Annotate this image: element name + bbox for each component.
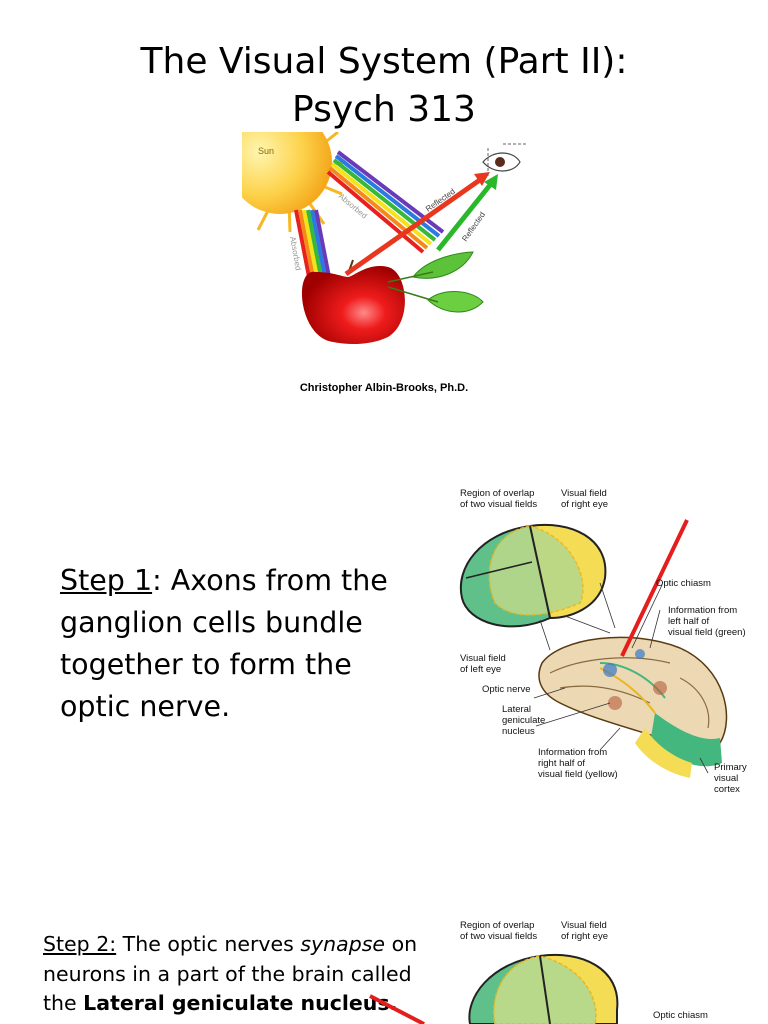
author-name: Christopher Albin-Brooks, Ph.D. bbox=[299, 382, 469, 394]
step-1-text: Step 1: Axons from the ganglion cells bu… bbox=[60, 560, 420, 728]
slide-step-1: Step 1: Axons from the ganglion cells bu… bbox=[0, 468, 768, 798]
optic-chiasm-label: Optic chiasm bbox=[656, 578, 711, 589]
rainbow-beam-to-apple bbox=[294, 209, 332, 283]
lgn-term: Lateral geniculate nucleus. bbox=[83, 991, 398, 1015]
visual-fields-icon bbox=[459, 523, 607, 628]
eye-icon bbox=[482, 143, 528, 178]
visual-pathway-diagram-partial bbox=[369, 954, 619, 1024]
rainbow-beam-to-leaf bbox=[326, 150, 445, 254]
sun-icon bbox=[238, 132, 347, 233]
reflected-green-arrow bbox=[436, 174, 498, 252]
sun-label: Sun bbox=[258, 146, 274, 156]
slide-title-heading: The Visual System (Part II): Psych 313 bbox=[0, 38, 768, 134]
title-line-1: The Visual System (Part II): bbox=[140, 41, 628, 82]
visual-pathway-diagram bbox=[459, 519, 728, 778]
optic-chiasm-label: Optic chiasm bbox=[653, 1010, 708, 1021]
slide-title: The Visual System (Part II): Psych 313 bbox=[0, 0, 768, 440]
apple-icon bbox=[301, 259, 405, 345]
synapse-term: synapse bbox=[300, 932, 386, 956]
reflected-red-arrow bbox=[344, 172, 490, 277]
title-line-2: Psych 313 bbox=[292, 89, 476, 130]
slide-step-2: Step 2: The optic nerves synapse on neur… bbox=[0, 900, 768, 1024]
leaf-icon bbox=[387, 251, 484, 313]
brain-section-icon bbox=[538, 636, 728, 778]
step-1-label: Step 1 bbox=[60, 564, 153, 597]
light-reflection-illustration: Sun Absorbed Absorbed bbox=[238, 132, 528, 345]
pointer-arrow bbox=[620, 519, 689, 657]
visual-fields-icon bbox=[468, 954, 619, 1024]
pointer-arrow bbox=[369, 994, 425, 1024]
step-2-text: Step 2: The optic nerves synapse on neur… bbox=[43, 932, 418, 1015]
step-2-label: Step 2: bbox=[43, 932, 117, 956]
optic-nerve-label: Optic nerve bbox=[482, 684, 531, 695]
step-1-body: : Axons from the ganglion cells bundle t… bbox=[60, 564, 388, 723]
